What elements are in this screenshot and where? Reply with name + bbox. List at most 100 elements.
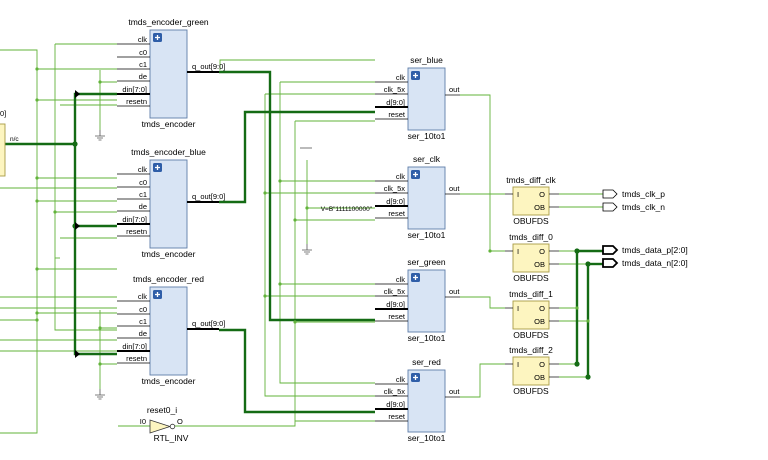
encoder-instance-name: tmds_encoder_green	[128, 17, 209, 27]
bus-net[interactable]	[73, 144, 117, 228]
ground-icon	[302, 244, 312, 255]
encoder-block-1[interactable]	[149, 159, 188, 249]
encoder-pin-label: c1	[139, 60, 147, 69]
junction-dot	[263, 191, 267, 195]
bus-arrow-icon	[75, 90, 80, 98]
serializer-pin-label: reset	[388, 209, 406, 218]
junction-dot	[98, 80, 102, 84]
encoder-instance-name: tmds_encoder_red	[133, 274, 204, 284]
obufds-input-label: I	[517, 190, 519, 199]
serializer-pin-label: d[9:0]	[386, 98, 405, 107]
junction-dot	[574, 361, 580, 367]
bus-net[interactable]	[0, 92, 117, 146]
obufds-input-label: I	[517, 304, 519, 313]
junction-dot	[278, 179, 282, 183]
plus-glyph-icon	[413, 172, 418, 177]
serializer-pin-label: reset	[388, 110, 406, 119]
obufds-o-label: O	[539, 247, 545, 256]
obufds-o-label: O	[539, 304, 545, 313]
plus-glyph-icon	[413, 275, 418, 280]
encoder-pin-label: din[7:0]	[122, 215, 147, 224]
obufds-cell-name: OBUFDS	[513, 386, 549, 396]
bus-net[interactable]	[219, 70, 375, 322]
bus-net[interactable]	[73, 226, 117, 356]
net[interactable]	[219, 59, 375, 70]
output-port-icon[interactable]	[602, 245, 619, 255]
plus-glyph-icon	[413, 73, 418, 78]
output-port-icon[interactable]	[602, 258, 619, 268]
bus-net[interactable]	[219, 110, 375, 204]
plus-glyph-icon	[155, 165, 160, 170]
junction-dot	[53, 210, 57, 214]
obufds-instance-name: tmds_diff_clk	[506, 175, 556, 185]
net[interactable]	[0, 49, 38, 434]
junction-dot	[586, 319, 590, 323]
serializer-block-0[interactable]	[407, 67, 446, 131]
junction-dot	[72, 141, 78, 147]
obufds-ob-label: OB	[534, 203, 545, 212]
encoder-block-2[interactable]	[149, 286, 188, 376]
junction-dot	[35, 199, 39, 203]
inverter-output-label: O	[177, 417, 183, 426]
net[interactable]	[460, 363, 505, 398]
net[interactable]	[279, 82, 375, 384]
net[interactable]	[175, 121, 296, 427]
junction-dot	[35, 176, 39, 180]
serializer-pin-label: reset	[388, 412, 406, 421]
obufds-block-0[interactable]	[512, 186, 550, 216]
junction-dot	[585, 374, 591, 380]
junction-dot	[35, 318, 39, 322]
net[interactable]	[54, 44, 117, 331]
net[interactable]	[559, 250, 578, 365]
net[interactable]	[460, 94, 505, 252]
plus-glyph-icon	[413, 375, 418, 380]
junction-dot	[98, 326, 102, 330]
serializer-pin-label: clk	[396, 275, 405, 284]
serializer-pin-label: clk_5x	[384, 387, 406, 396]
inverter-instance-name: reset0_i	[147, 405, 177, 415]
junction-dot	[35, 311, 39, 315]
obufds-block-2[interactable]	[512, 300, 550, 330]
inverter-triangle-icon[interactable]	[149, 419, 172, 434]
serializer-pin-label: clk_5x	[384, 287, 406, 296]
wires-layer	[0, 43, 603, 434]
output-port-icon[interactable]	[602, 202, 618, 212]
obufds-block-1[interactable]	[512, 243, 550, 273]
obufds-o-label: O	[539, 360, 545, 369]
obufds-input-label: I	[517, 247, 519, 256]
obufds-instance-name: tmds_diff_1	[509, 289, 553, 299]
encoder-pin-label: de	[139, 329, 147, 338]
constant-value-label: V=B"1111100000"	[321, 206, 373, 213]
serializer-output-label: out	[449, 85, 460, 94]
net[interactable]	[264, 94, 375, 397]
net[interactable]	[559, 263, 589, 378]
serializer-pin-label: d[9:0]	[386, 197, 405, 206]
junction-dot	[575, 306, 579, 310]
junction-dot	[263, 294, 267, 298]
serializer-pin-label: clk	[396, 73, 405, 82]
serializer-pin-label: clk_5x	[384, 85, 406, 94]
encoder-pin-label: c0	[139, 178, 147, 187]
serializer-instance-name: ser_green	[407, 257, 446, 267]
junction-dot	[293, 218, 297, 222]
junction-dot	[574, 248, 580, 254]
bus-arrow-icon	[75, 222, 80, 230]
encoder-block-0[interactable]	[149, 29, 188, 119]
junction-dot	[278, 282, 282, 286]
encoder-cell-name: tmds_encoder	[142, 249, 196, 259]
offscreen-block-edge[interactable]	[0, 123, 6, 177]
obufds-block-3[interactable]	[512, 356, 550, 386]
junction-dot	[293, 320, 297, 324]
net[interactable]	[460, 296, 505, 309]
output-port-icon[interactable]	[602, 189, 618, 199]
serializer-pin-label: clk_5x	[384, 184, 406, 193]
encoder-output-label: q_out[9:0]	[192, 319, 225, 328]
encoder-pin-label: c0	[139, 48, 147, 57]
encoder-pin-label: c1	[139, 317, 147, 326]
serializer-cell-name: ser_10to1	[408, 433, 446, 443]
encoder-output-label: q_out[9:0]	[192, 62, 225, 71]
serializer-pin-label: reset	[388, 312, 406, 321]
bus-net[interactable]	[219, 328, 375, 414]
encoder-pin-label: clk	[138, 292, 147, 301]
